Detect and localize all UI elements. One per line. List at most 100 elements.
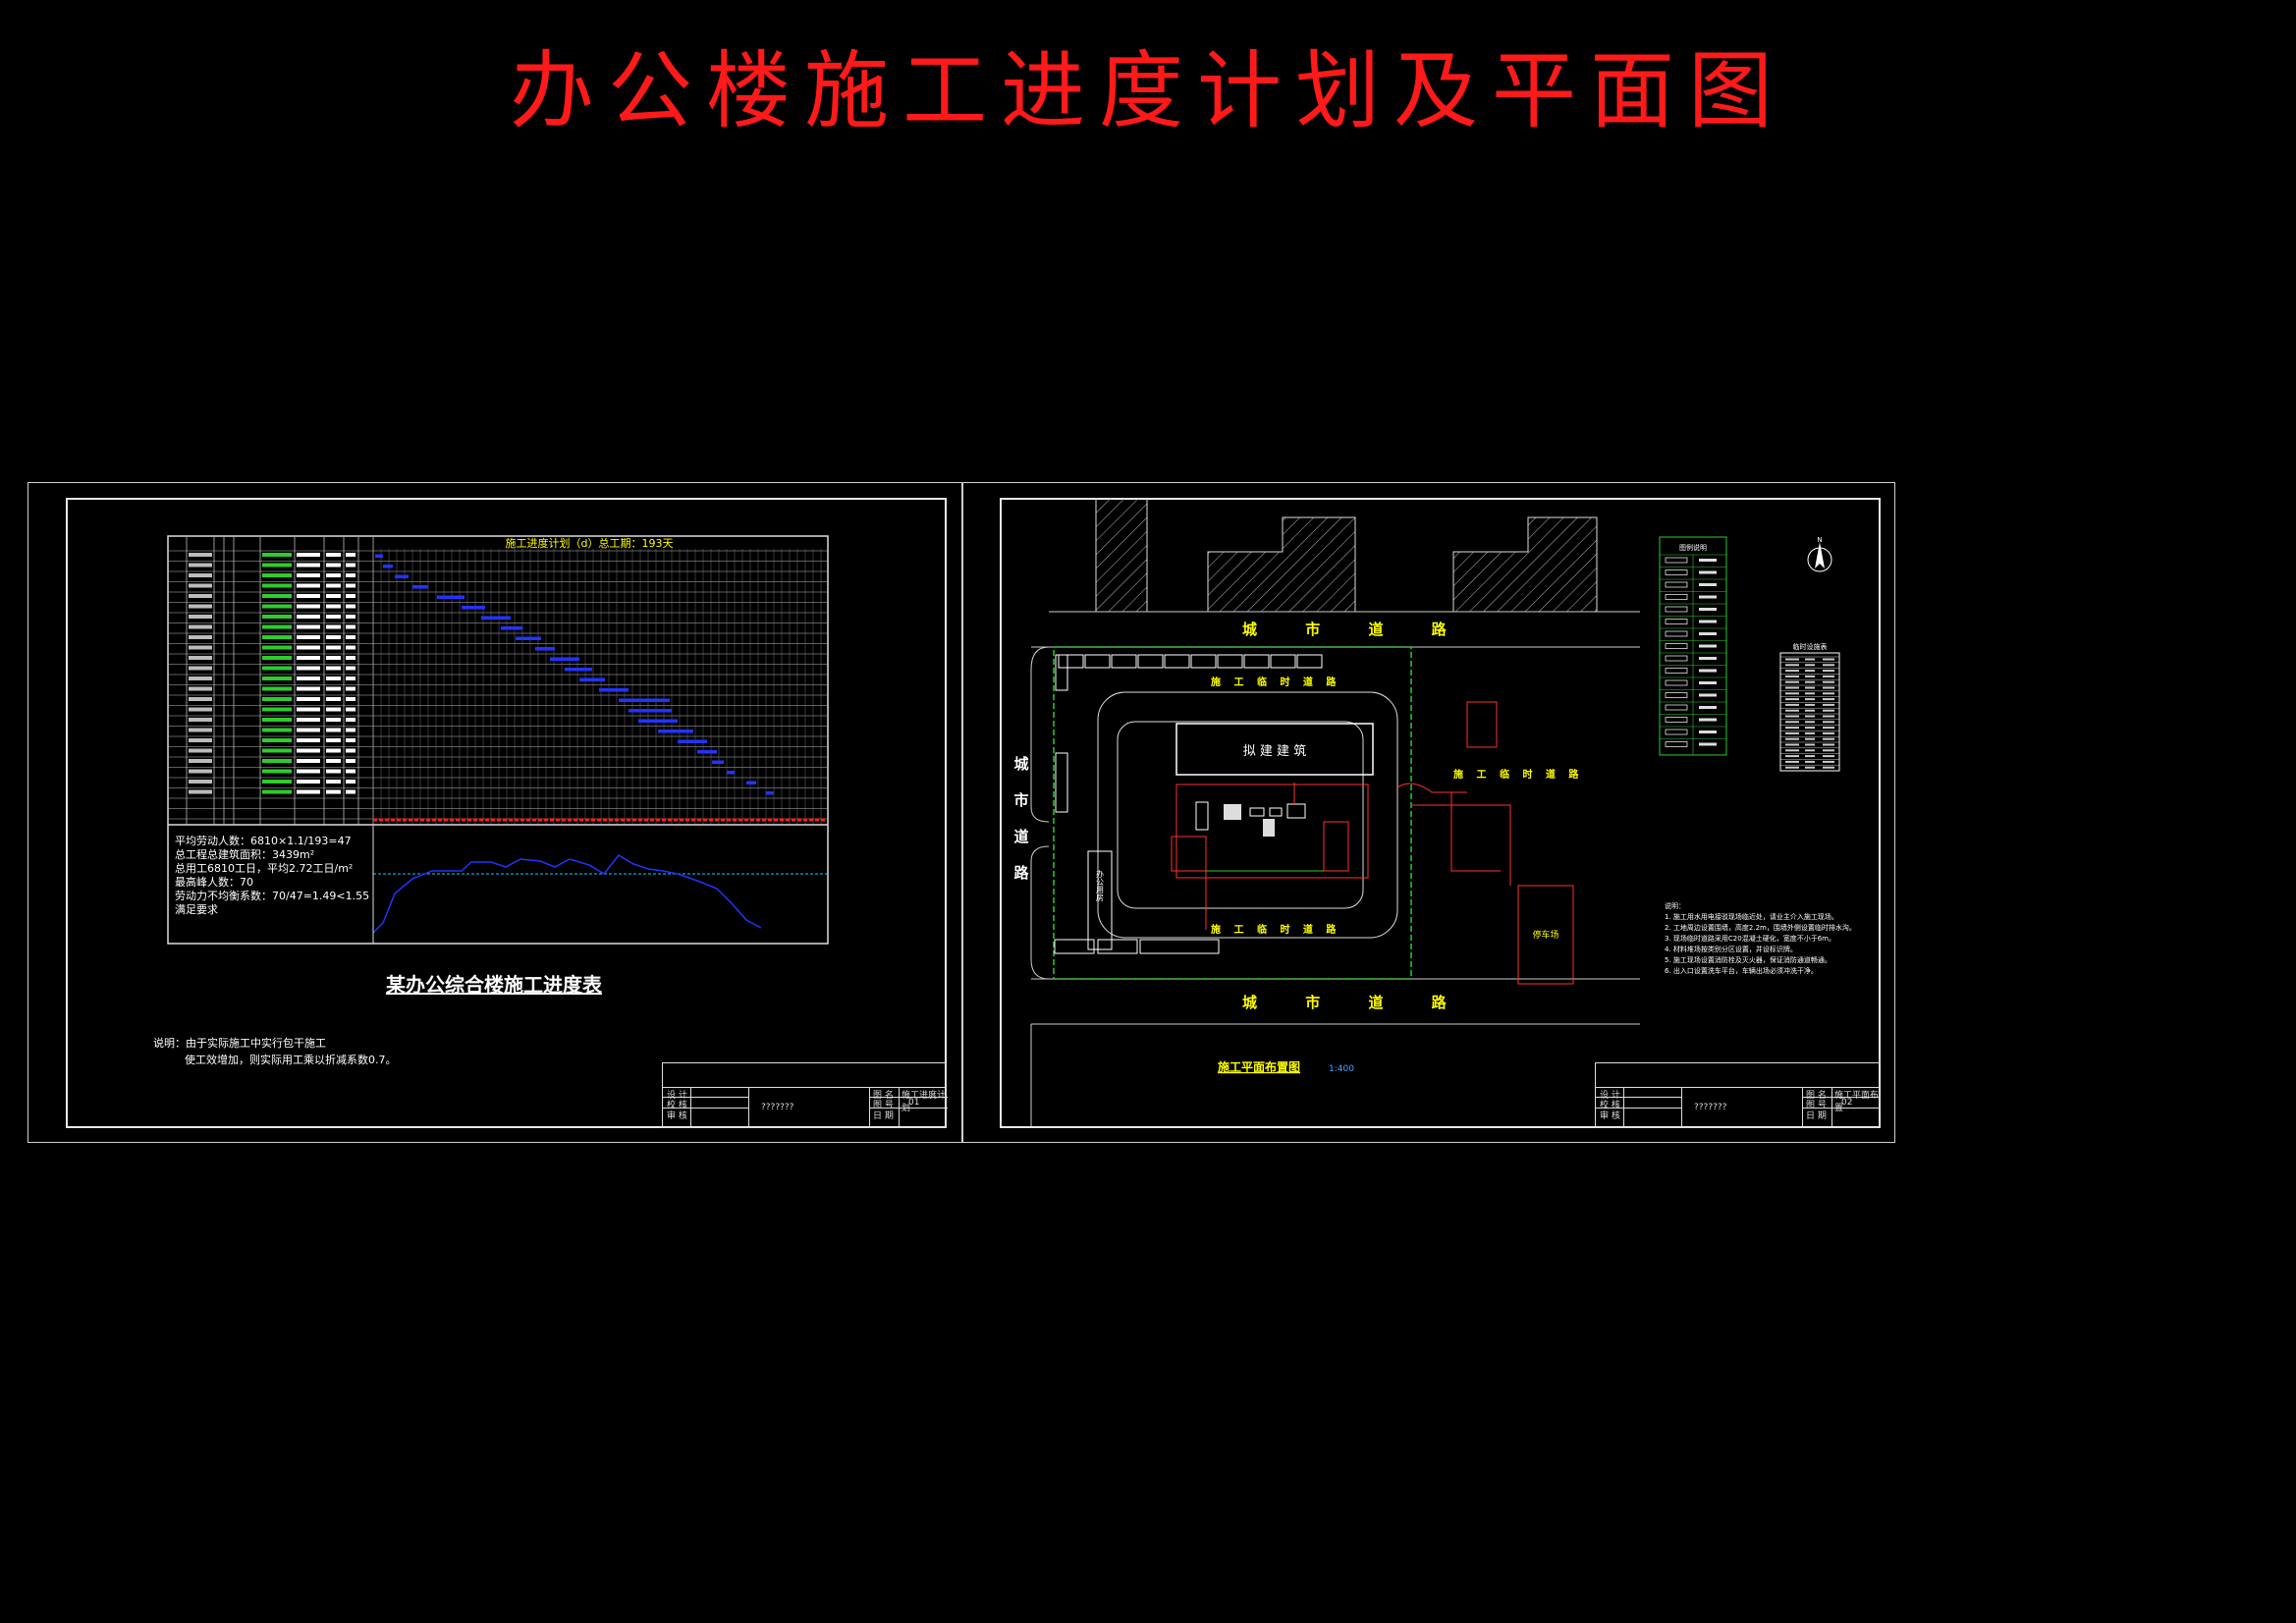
cell-value xyxy=(346,728,355,732)
cell-value xyxy=(346,738,355,742)
cell-value xyxy=(346,676,355,680)
legend-symbol xyxy=(1665,557,1688,564)
gantt-bar xyxy=(727,771,735,775)
gantt-bar xyxy=(383,565,393,568)
cell-value xyxy=(262,780,292,784)
cell-text xyxy=(189,645,212,650)
labor-note: 总工程总建筑面积：3439m² xyxy=(175,848,315,861)
cell-value xyxy=(262,728,292,732)
cell-value xyxy=(297,604,320,609)
cell-text xyxy=(189,624,212,629)
cell-value xyxy=(297,615,320,619)
facility-cell xyxy=(1805,749,1815,752)
gantt-bar xyxy=(437,595,465,599)
facility-cell xyxy=(1823,760,1834,763)
gantt-bar xyxy=(535,647,555,651)
cell-value xyxy=(262,594,292,598)
legend-symbol xyxy=(1665,704,1688,711)
facility-cell xyxy=(1785,749,1799,752)
cell-value xyxy=(346,645,355,650)
left-title-block: 设 计 校 核 审 核 ??????? 图 名 图 号 日 期 施工进度计划 0… xyxy=(662,1062,948,1128)
cell-value xyxy=(326,759,341,763)
temp-hut xyxy=(1243,654,1270,669)
facility-cell xyxy=(1823,703,1834,706)
cell-value xyxy=(262,553,292,557)
plan-note: 6. 出入口设置洗车平台，车辆出场必须冲洗干净。 xyxy=(1665,967,1818,975)
temp-hut xyxy=(1137,654,1164,669)
labor-note: 满足要求 xyxy=(175,903,218,916)
cell-value xyxy=(297,583,320,588)
cell-text xyxy=(189,780,212,784)
tb-label: 校 核 xyxy=(667,1101,687,1110)
cell-value xyxy=(297,573,320,577)
cell-value xyxy=(262,769,292,774)
labor-note: 最高峰人数：70 xyxy=(175,876,253,889)
cell-value xyxy=(297,563,320,568)
remark-line: 使工效增加，则实际用工乘以折减系数0.7。 xyxy=(185,1054,397,1066)
labor-curve xyxy=(372,854,762,934)
facility-cell xyxy=(1805,709,1815,712)
cell-value xyxy=(297,645,320,650)
cell-text xyxy=(189,718,212,722)
gantt-bar xyxy=(501,626,522,630)
cell-value xyxy=(326,553,341,557)
cell-value xyxy=(346,769,355,774)
facility-cell xyxy=(1823,664,1834,667)
facility-cell xyxy=(1805,727,1815,730)
facility-cell xyxy=(1823,743,1834,746)
north-label: N xyxy=(1817,536,1822,544)
cell-value xyxy=(346,666,355,671)
cell-value xyxy=(326,635,341,639)
cell-value xyxy=(297,789,320,794)
facility-cell xyxy=(1823,715,1834,718)
cell-value xyxy=(297,759,320,763)
cell-value xyxy=(262,624,292,629)
facility-cell xyxy=(1823,692,1834,695)
facility-cell xyxy=(1785,675,1799,677)
city-road-left: 城市道路 xyxy=(1013,755,1029,882)
legend-label-mark xyxy=(1699,730,1717,733)
facility-cell xyxy=(1805,670,1815,673)
cell-value xyxy=(326,573,341,577)
legend-label-mark xyxy=(1699,570,1717,574)
legend-label-mark xyxy=(1699,608,1717,611)
cell-value xyxy=(262,676,292,680)
facility-table-title: 临时设施表 xyxy=(1793,642,1828,651)
cell-text xyxy=(189,759,212,763)
cell-value xyxy=(297,666,320,671)
cell-value xyxy=(297,780,320,784)
cell-value xyxy=(262,718,292,722)
cell-value xyxy=(326,594,341,598)
legend-label-mark xyxy=(1699,583,1717,586)
facility-cell xyxy=(1785,664,1799,667)
cell-text xyxy=(189,686,212,691)
existing-building-3 xyxy=(1452,516,1598,613)
legend-title: 图例说明 xyxy=(1679,543,1707,552)
cell-value xyxy=(346,624,355,629)
temp-hut xyxy=(1111,654,1137,669)
city-road-bottom: 城 市 道 路 xyxy=(1242,994,1468,1011)
facility-cell xyxy=(1785,727,1799,730)
remark-line: 说明：由于实际施工中实行包干施工 xyxy=(153,1037,326,1050)
guard-house xyxy=(1466,701,1498,748)
legend-symbol xyxy=(1665,679,1688,686)
right-title-block: 设 计 校 核 审 核 ??????? 图 名 图 号 日 期 施工平面布置 0… xyxy=(1595,1062,1881,1128)
cell-value xyxy=(346,583,355,588)
facility-cell xyxy=(1805,721,1815,724)
labor-note: 劳动力不均衡系数：70/47=1.49<1.55 xyxy=(175,890,370,902)
legend-symbol xyxy=(1665,741,1688,747)
plan-title: 施工平面布置图 xyxy=(1218,1059,1300,1074)
gantt-bar xyxy=(481,616,511,620)
gantt-bar xyxy=(375,554,383,558)
cell-value xyxy=(326,728,341,732)
facility-cell xyxy=(1823,709,1834,712)
cell-value xyxy=(297,624,320,629)
legend-symbol xyxy=(1665,581,1688,588)
facility-cell xyxy=(1805,715,1815,718)
facility-cell xyxy=(1805,686,1815,689)
cell-text xyxy=(189,583,212,588)
gantt-bars xyxy=(375,554,774,795)
gantt-bar xyxy=(579,677,605,681)
cell-value xyxy=(297,769,320,774)
tb-label: 图 名 xyxy=(873,1091,894,1101)
